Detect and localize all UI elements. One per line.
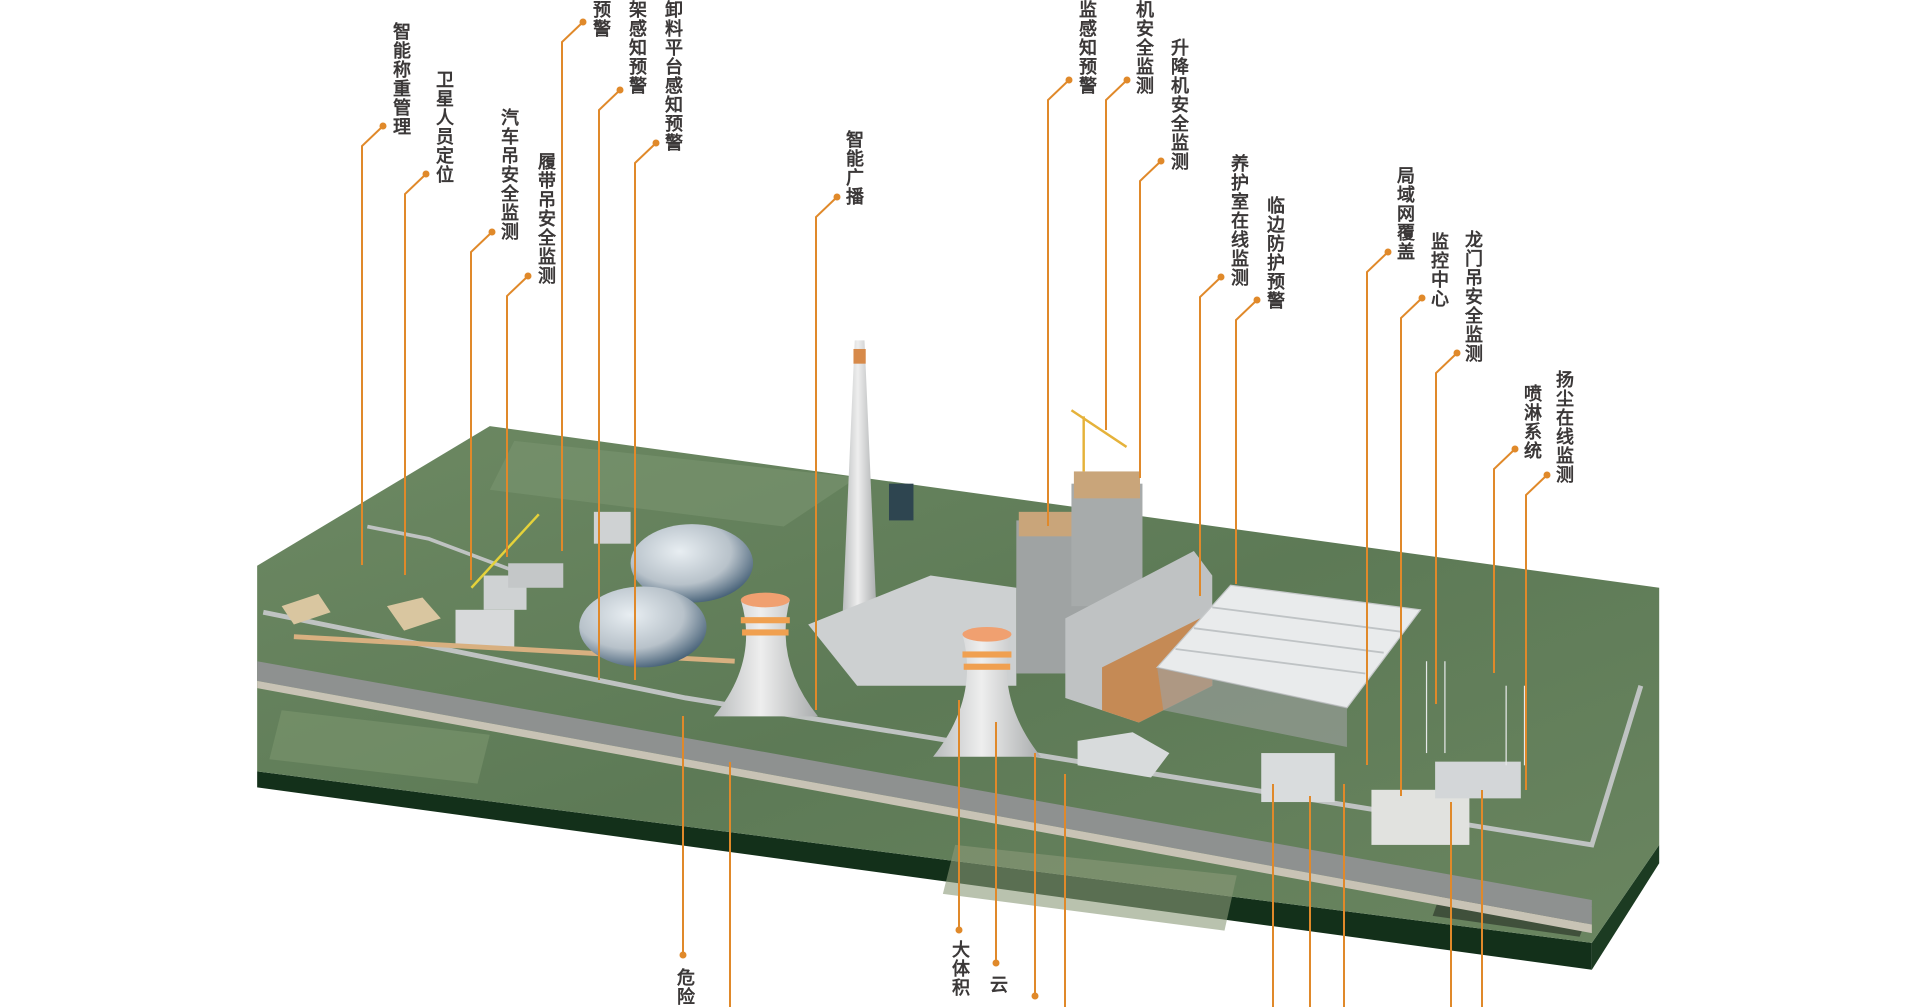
callout-label-dust-monitoring: 扬尘在线监测 (1553, 370, 1574, 484)
dry-coal-shed-columns (1157, 667, 1347, 747)
cooling-tower (933, 634, 1041, 757)
callout-label-danger-bottom: 危险 (674, 968, 695, 1006)
cooling-tower (713, 600, 818, 717)
cooling-tower-band (740, 617, 790, 624)
cooling-tower-band (962, 651, 1012, 658)
coal-storage-dome (579, 586, 707, 668)
callout-label-machine-safety: 机安全监测 (1133, 0, 1154, 95)
callout-label-truck-crane: 汽车吊安全监测 (498, 108, 519, 241)
tower-crane-jib (1070, 409, 1128, 448)
cooling-tower-band (963, 663, 1011, 670)
callout-label-scaffold-warning: 架感知预警 (626, 0, 647, 95)
callout-label-curing-room: 养护室在线监测 (1228, 154, 1249, 287)
cooling-tower-top (962, 626, 1012, 642)
callout-label-smart-broadcast: 智能广播 (843, 130, 864, 206)
callout-label-warning-top: 预警 (590, 0, 611, 38)
silo (455, 609, 515, 647)
callout-label-monitor-warning: 监感知预警 (1076, 0, 1097, 95)
callout-label-elevator-safety: 升降机安全监测 (1168, 38, 1189, 171)
callout-label-mass-concrete-bottom: 大体积 (949, 940, 970, 997)
building (386, 597, 441, 631)
building (508, 563, 564, 588)
monitoring-center-building (1435, 761, 1521, 799)
callout-label-lan-coverage: 局域网覆盖 (1394, 166, 1415, 261)
chimney-band (853, 348, 866, 364)
road-gravel (257, 680, 1592, 934)
boiler-house (808, 575, 1017, 686)
callout-label-satellite-positioning: 卫星人员定位 (433, 70, 454, 184)
coal-storage-dome (630, 524, 754, 603)
callout-label-smart-weighing: 智能称重管理 (390, 22, 411, 136)
callout-label-spray-system: 喷淋系统 (1521, 384, 1542, 460)
chimney (842, 340, 877, 619)
callout-label-crawler-crane: 履带吊安全监测 (535, 152, 556, 285)
field-patch (269, 710, 490, 784)
terrain-slab-side (1591, 844, 1660, 970)
storage-tanks (1261, 753, 1335, 803)
cooling-unit (1077, 732, 1170, 778)
callout-label-gantry-crane: 龙门吊安全监测 (1462, 230, 1483, 363)
boiler-tower-top (1073, 471, 1141, 499)
callout-label-monitoring-center: 监控中心 (1428, 232, 1449, 308)
main-road (257, 661, 1592, 925)
building (888, 483, 914, 521)
field-patch (942, 844, 1237, 931)
cooling-tower-band (742, 629, 789, 636)
building (281, 593, 331, 625)
terrain-slab-front (257, 771, 1592, 970)
callout-label-unloading-platform: 卸料平台感知预警 (662, 0, 683, 152)
building (593, 511, 631, 544)
callout-label-cloud-bottom: 云 (987, 975, 1008, 994)
office-building (1371, 789, 1470, 845)
cooling-tower-top (740, 592, 790, 608)
callout-label-edge-protection: 临边防护预警 (1264, 196, 1285, 310)
